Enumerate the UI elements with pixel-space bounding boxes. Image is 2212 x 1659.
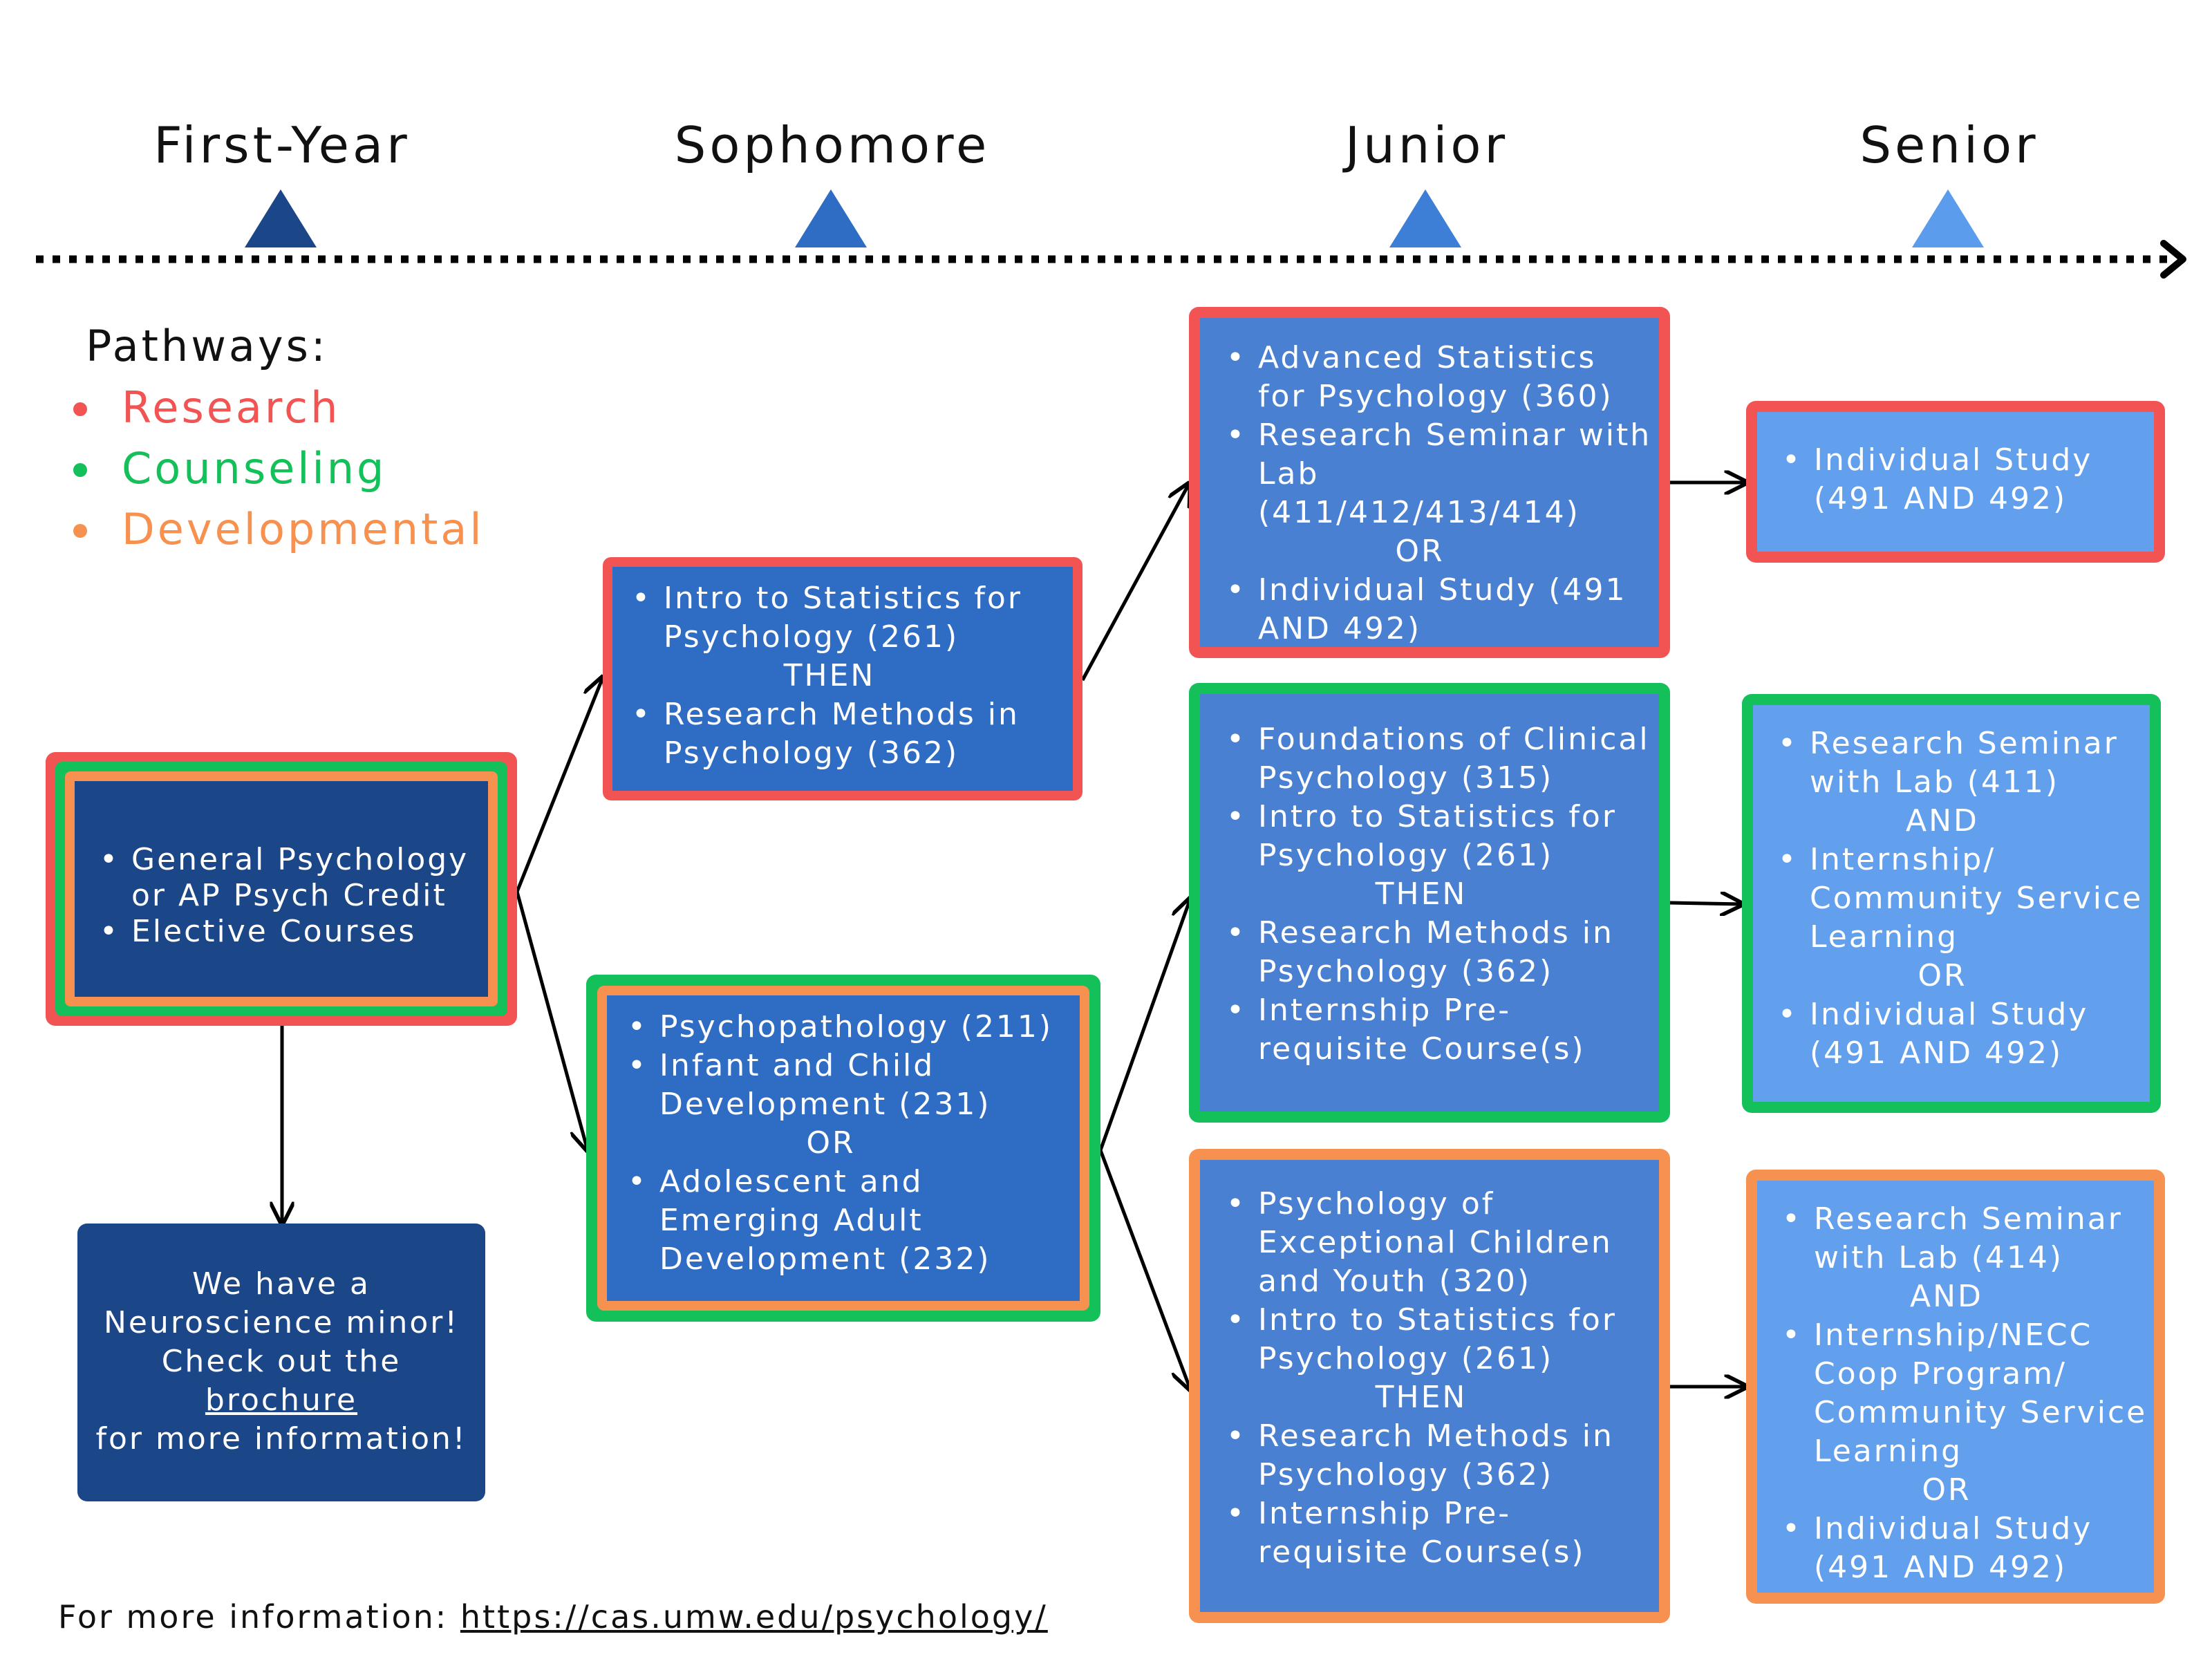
connector-then: THEN	[1375, 1380, 1468, 1415]
psychology-website-link[interactable]: https://cas.umw.edu/psychology/	[460, 1598, 1048, 1635]
course-item: Infant and Child Development (231)	[617, 1047, 1073, 1124]
course-item: Individual Study (491 AND 492)	[1767, 995, 2146, 1073]
pathway-legend: Research Counseling Developmental	[69, 377, 485, 560]
legend-item-research: Research	[69, 377, 485, 438]
course-item: Research Seminar with Lab (414)	[1771, 1200, 2150, 1277]
legend-label: Developmental	[122, 504, 485, 554]
course-item: Individual Study (491 AND 492)	[1771, 441, 2147, 518]
research-bullet-icon	[73, 402, 87, 416]
connector-or: OR	[1922, 1472, 1971, 1508]
course-item: Adolescent and Emerging Adult Developmen…	[617, 1163, 1073, 1279]
course-item: Individual Study (491 AND 492)	[1771, 1510, 2150, 1587]
connector-then: THEN	[783, 658, 876, 693]
sophomore-counseling-developmental-box: Psychopathology (211) Infant and Child D…	[586, 975, 1100, 1322]
course-item: Research Seminar with Lab (411)	[1767, 724, 2146, 802]
junior-counseling-box: Foundations of Clinical Psychology (315)…	[1189, 683, 1670, 1123]
legend-item-counseling: Counseling	[69, 438, 485, 499]
course-item: Foundations of Clinical Psychology (315)	[1215, 720, 1655, 798]
arrow-first-to-counsel-dev	[515, 891, 588, 1150]
arrow-soph-to-junior-research	[1080, 484, 1189, 682]
footer-info: For more information: https://cas.umw.ed…	[58, 1598, 1048, 1635]
course-item: Intro to Statistics for Psychology (261)	[1215, 798, 1655, 875]
developmental-bullet-icon	[73, 524, 87, 538]
course-item: General Psychology or AP Psych Credit	[88, 842, 474, 914]
note-line: Check out the	[161, 1344, 402, 1379]
junior-marker-icon	[1389, 189, 1461, 247]
course-item: Psychology of Exceptional Children and Y…	[1215, 1185, 1655, 1301]
course-item: Research Methods in Psychology (362)	[1215, 1417, 1655, 1494]
connector-and: AND	[1910, 1279, 1983, 1314]
legend-label: Research	[122, 382, 341, 433]
year-first-year: First-Year	[153, 116, 411, 174]
sophomore-research-box: Intro to Statistics for Psychology (261)…	[603, 557, 1082, 800]
connector-or: OR	[1395, 534, 1445, 569]
course-item: Research Methods in Psychology (362)	[621, 695, 1066, 773]
legend-label: Counseling	[122, 443, 387, 494]
course-item: Research Seminar with Lab (411/412/413/4…	[1215, 416, 1652, 532]
junior-developmental-box: Psychology of Exceptional Children and Y…	[1189, 1149, 1670, 1623]
year-sophomore: Sophomore	[674, 116, 991, 174]
connector-and: AND	[1906, 803, 1979, 838]
senior-counseling-box: Research Seminar with Lab (411) AND Inte…	[1742, 694, 2161, 1113]
brochure-link[interactable]: brochure	[205, 1382, 358, 1418]
course-item: Research Methods in Psychology (362)	[1215, 914, 1655, 991]
junior-research-box: Advanced Statistics for Psychology (360)…	[1189, 307, 1670, 658]
first-year-course-box: General Psychology or AP Psych Credit El…	[46, 752, 517, 1026]
course-item: Advanced Statistics for Psychology (360)	[1215, 339, 1652, 416]
note-line: for more information!	[95, 1421, 467, 1456]
course-item: Internship Pre-requisite Course(s)	[1215, 1494, 1655, 1572]
senior-marker-icon	[1912, 189, 1984, 247]
arrow-junior-to-senior-counseling	[1669, 903, 1742, 904]
note-line: We have a	[192, 1266, 371, 1302]
arrow-soph-to-junior-counseling	[1098, 899, 1190, 1151]
course-item: Internship/NECC Coop Program/ Community …	[1771, 1316, 2150, 1471]
legend-title: Pathways:	[86, 321, 328, 371]
course-item: Psychopathology (211)	[617, 1008, 1073, 1047]
year-junior: Junior	[1344, 116, 1509, 174]
sophomore-marker-icon	[795, 189, 867, 247]
neuroscience-minor-note: We have a Neuroscience minor! Check out …	[77, 1224, 485, 1501]
connector-or: OR	[806, 1125, 856, 1161]
course-item: Internship/ Community Service Learning	[1767, 841, 2146, 957]
senior-research-box: Individual Study (491 AND 492)	[1746, 401, 2165, 563]
senior-developmental-box: Research Seminar with Lab (414) AND Inte…	[1746, 1170, 2165, 1604]
connector-or: OR	[1918, 958, 1967, 993]
connector-then: THEN	[1375, 877, 1468, 912]
course-item: Intro to Statistics for Psychology (261)	[621, 579, 1066, 657]
counseling-bullet-icon	[73, 463, 87, 477]
course-item: Intro to Statistics for Psychology (261)	[1215, 1301, 1655, 1378]
course-item: Elective Courses	[88, 914, 474, 950]
footer-prefix: For more information:	[58, 1598, 460, 1635]
first-year-marker-icon	[245, 189, 317, 247]
course-item: Individual Study (491 AND 492)	[1215, 571, 1652, 648]
legend-item-developmental: Developmental	[69, 499, 485, 560]
timeline-arrowhead-icon	[2160, 240, 2186, 279]
note-line: Neuroscience minor!	[103, 1305, 460, 1340]
arrow-first-to-research	[515, 677, 603, 892]
year-senior: Senior	[1859, 116, 2039, 174]
course-item: Internship Pre-requisite Course(s)	[1215, 991, 1655, 1069]
arrow-soph-to-junior-developmental	[1098, 1150, 1190, 1389]
